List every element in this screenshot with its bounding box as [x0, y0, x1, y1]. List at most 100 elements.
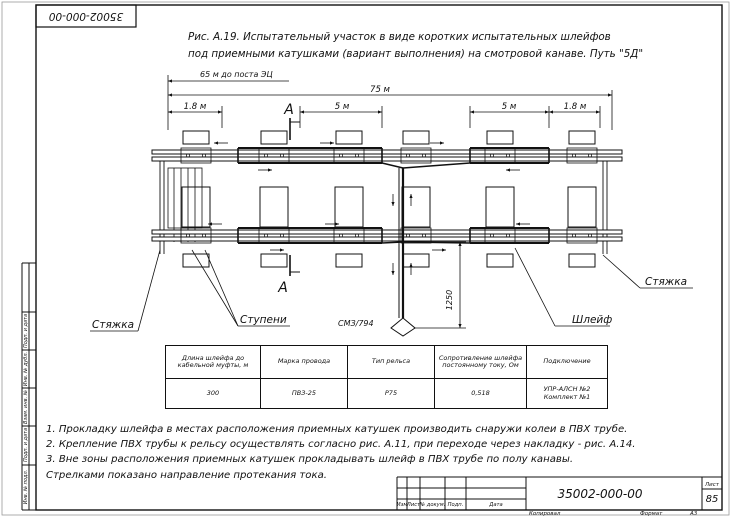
table-row: 300 ПВЗ-25 Р75 0,518 УПР-АЛСН №2 Комплек… [165, 378, 608, 409]
title-block-copied: Копировал [529, 511, 561, 517]
bolt [572, 233, 576, 238]
dim-left-5m: 5 м [335, 102, 350, 112]
dim-right-5m: 5 м [502, 102, 517, 112]
rotated-doc-number-box: 35002-000-00 [35, 4, 137, 28]
title-block-col-label: Лист [406, 502, 421, 508]
bolt [506, 153, 510, 158]
sleeper-middle [334, 186, 364, 228]
bolt [406, 233, 410, 238]
bolt [202, 233, 206, 238]
label-styazhka-left: Стяжка [92, 319, 134, 331]
title-block-format: Формат [640, 511, 663, 517]
rail-joint [400, 147, 432, 164]
figure-title-line2: под приемными катушками (вариант выполне… [188, 48, 643, 60]
note-item: Стрелками показано направление протекани… [46, 469, 327, 481]
sleeper-middle [401, 186, 431, 228]
dim-to-post: 65 м до поста ЭЦ [200, 70, 273, 79]
note-item: 2. Крепление ПВХ трубы к рельсу осуществ… [46, 439, 636, 451]
sleeper-bottom [402, 253, 430, 268]
sleeper-bottom [335, 253, 363, 268]
sleeper-middle [485, 186, 515, 228]
rail-joint [180, 227, 212, 244]
bolt [280, 233, 284, 238]
title-block-sheet-number: 85 [706, 494, 719, 505]
title-block-col-label: Дата [488, 502, 502, 508]
title-block-col-label: Изм [397, 502, 408, 508]
cable-parameters-table: Длина шлейфа до кабельной муфты, м Марка… [165, 345, 608, 409]
bolt [202, 153, 206, 158]
sleeper-bottom [568, 253, 596, 268]
rail-joint [400, 227, 432, 244]
side-stamp [21, 262, 36, 511]
side-stamp-label: Подп. и дата [23, 314, 29, 348]
title-block-col-label: № докум. [419, 502, 446, 508]
table-cell: УПР-АЛСН №2 Комплект №1 [526, 378, 608, 409]
label-shleif: Шлейф [572, 314, 612, 326]
title-block-doc-number: 35002-000-00 [557, 487, 642, 501]
side-stamp-label: Взам. инв. № [23, 390, 29, 424]
bolt [280, 153, 284, 158]
loop-cable-link [402, 241, 471, 244]
table-cell: Р75 [347, 378, 435, 409]
section-mark-top: А [283, 102, 294, 118]
sleeper-bottom [486, 253, 514, 268]
title-block [396, 476, 722, 510]
title-block-col-label: Подп. [448, 502, 464, 508]
sleeper-bottom [182, 253, 210, 268]
note-item: 1. Прокладку шлейфа в местах расположени… [46, 424, 628, 435]
rotated-doc-number: 35002-000-00 [48, 10, 123, 22]
rail-line [151, 149, 623, 155]
sleeper-middle [181, 186, 211, 228]
label-stupeni: Ступени [240, 314, 287, 326]
leader-lines [90, 247, 693, 332]
table-header-cell: Сопротивление шлейфа постоянному току, О… [434, 345, 527, 379]
title-block-sheet-label: Лист [704, 482, 720, 488]
notes-block: 1. Прокладку шлейфа в местах расположени… [46, 422, 696, 483]
table-header-cell: Подключение [526, 345, 608, 379]
rail-joint [180, 147, 212, 164]
side-stamp-label: Инв. № дубл. [23, 352, 29, 386]
track-layer [151, 130, 623, 268]
bolt [339, 233, 343, 238]
loop-cable-link [381, 241, 404, 244]
sleeper-top [568, 130, 596, 145]
table-cell: 300 [165, 378, 261, 409]
bolt [506, 233, 510, 238]
sleeper-bottom [260, 253, 288, 268]
bolt [588, 153, 592, 158]
table-header-cell: Марка провода [260, 345, 348, 379]
rail-line [151, 156, 623, 162]
sleeper-top [182, 130, 210, 145]
rail-line [151, 229, 623, 235]
rail-line [151, 236, 623, 242]
table-header-cell: Тип рельса [347, 345, 435, 379]
bolt [588, 233, 592, 238]
dim-left-short: 1.8 м [184, 102, 207, 112]
section-a-markers [289, 118, 300, 276]
title-block-format-value: А3 [689, 511, 698, 517]
side-stamp-label: Инв. № подл. [23, 470, 29, 505]
sleeper-top [486, 130, 514, 145]
bolt [406, 153, 410, 158]
table-cell: 0,518 [434, 378, 527, 409]
dim-total: 75 м [370, 85, 391, 95]
section-mark-bottom: А [277, 280, 288, 296]
sleeper-top [260, 130, 288, 145]
cable-downlead [390, 168, 416, 337]
bolt [355, 233, 359, 238]
dim-vertical: 1250 [445, 290, 454, 310]
bolt [339, 153, 343, 158]
side-stamp-label: Подп. и дата [23, 428, 29, 462]
bolt [422, 233, 426, 238]
sleeper-middle [259, 186, 289, 228]
loop-cable-link [381, 162, 404, 169]
sheet-inner-frame [35, 4, 723, 511]
bolt [186, 153, 190, 158]
table-header-row: Длина шлейфа до кабельной муфты, м Марка… [165, 345, 608, 379]
dimension-lines [167, 75, 613, 329]
bolt [422, 153, 426, 158]
sleeper-top [402, 130, 430, 145]
label-smz: СМЗ/794 [338, 319, 374, 328]
